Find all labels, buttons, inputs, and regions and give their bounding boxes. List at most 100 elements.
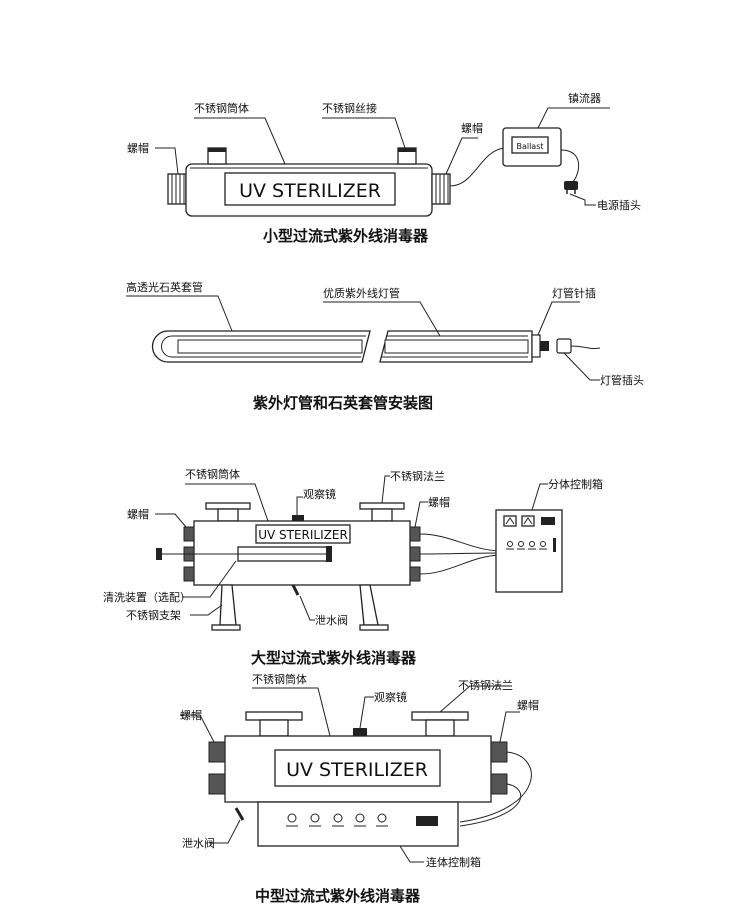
label-large-stand: 不锈钢支架 [126,609,181,622]
label-medium-cap-left: 螺帽 [180,709,202,722]
medium-sterilizer-section: UV STERILIZER [180,672,539,905]
leader-large-cap-right [414,501,428,528]
small-top-port-right [397,147,417,165]
small-power-cable [560,149,579,184]
leader-large-cap-left [155,513,187,528]
leader-uv-lamp [323,301,441,337]
label-large-flange: 不锈钢法兰 [390,469,445,483]
leader-lamp-pin [537,301,580,336]
caption-medium: 中型过流式紫外线消毒器 [255,887,421,905]
leader-medium-flange [439,685,512,713]
medium-control-button[interactable] [310,813,320,823]
leader-small-ballast [537,107,610,129]
label-large-sight: 观察镜 [303,487,336,501]
leader-lamp-plug [563,352,600,381]
leader-large-control [531,483,548,511]
label-uv-lamp: 优质紫外线灯管 [323,286,400,300]
leader-large-drain [299,595,315,621]
power-plug-icon [564,181,578,194]
medium-outlet-flange [411,711,469,737]
small-ballast-box: Ballast [502,127,562,167]
leader-large-flange [381,475,390,504]
label-large-drain: 泄水阀 [315,613,348,627]
medium-control-button[interactable] [287,813,297,823]
large-drain-valve[interactable] [291,584,300,596]
medium-drain-valve[interactable] [234,807,245,821]
leader-small-thread [322,117,406,149]
small-name-plate [224,172,396,206]
large-right-caps [409,526,421,582]
label-medium-body: 不锈钢筒体 [252,672,307,686]
label-small-body: 不锈钢筒体 [194,101,249,115]
large-name-plate [255,524,351,544]
medium-sight-glass [353,728,367,736]
large-control-button[interactable] [507,541,513,547]
large-control-button[interactable] [518,541,524,547]
large-inlet-flange [205,502,251,522]
large-sight-glass [292,515,304,521]
medium-control-button[interactable] [333,813,343,823]
leader-small-body [194,117,286,165]
label-small-cap-left: 螺帽 [127,142,149,155]
medium-name-plate [274,749,441,787]
leader-large-cleaning [182,560,237,598]
label-medium-drain: 泄水阀 [182,836,215,850]
lamp-plug [556,338,572,354]
label-large-cleaning: 清洗装置（选配） [103,591,191,604]
leader-medium-control [399,845,424,863]
leader-medium-drain [210,819,241,844]
label-small-cap-right: 螺帽 [461,122,483,135]
large-sterilizer-section: UV STERILIZER [103,467,603,667]
lamp-sleeve-section: 高透光石英套管 优质紫外线灯管 灯管针插 灯管插头 紫外灯管和石英套管安装图 [126,280,644,412]
uv-lamp-tube-right [384,339,529,354]
label-small-thread: 不锈钢丝接 [322,102,377,115]
leader-large-sight [296,496,303,515]
label-large-cap-right: 螺帽 [428,496,450,509]
small-right-thread [431,173,451,205]
medium-device-text: UV STERILIZER [286,759,428,781]
label-medium-sight: 观察镜 [374,690,407,704]
label-lamp-pin: 灯管针插 [552,286,596,300]
leader-quartz-sleeve [126,295,233,332]
lamp-pin-cap [531,334,541,358]
label-medium-cap-right: 螺帽 [517,699,539,712]
leader-medium-body [252,687,331,737]
small-left-thread [167,173,187,205]
medium-left-caps [208,741,226,795]
small-sterilizer-section: UV STERILIZER Ballast [127,91,641,245]
caption-large: 大型过流式紫外线消毒器 [251,649,417,667]
leader-large-body [185,483,269,522]
large-cleaning-device[interactable] [156,546,332,562]
label-lamp-plug: 灯管插头 [600,373,644,387]
caption-lamp: 紫外灯管和石英套管安装图 [253,394,433,412]
medium-control-button[interactable] [355,813,365,823]
label-small-plug: 电源插头 [597,198,641,212]
small-top-port-left [207,147,227,165]
label-quartz-sleeve: 高透光石英套管 [126,280,203,294]
large-control-box [495,509,563,593]
leader-small-cap-left [155,147,179,175]
label-small-ballast: 镇流器 [568,91,601,105]
leader-small-cap-right [445,137,478,175]
medium-right-caps [490,741,508,795]
small-device-text: UV STERILIZER [239,180,381,202]
large-outlet-flange [359,502,405,522]
leader-large-stand [190,604,223,616]
label-medium-flange: 不锈钢法兰 [458,678,513,692]
large-stand-left [211,584,241,631]
medium-control-box [257,801,459,847]
medium-control-button[interactable] [377,813,387,823]
label-medium-control: 连体控制箱 [426,855,481,869]
leader-medium-cap-right [499,711,520,743]
medium-inlet-flange [245,711,303,737]
large-control-button[interactable] [540,541,546,547]
small-lamp-cable [449,147,506,187]
leader-small-plug [569,193,596,206]
label-large-body: 不锈钢筒体 [185,467,240,481]
uv-lamp-tube-left [177,339,363,354]
ballast-text: Ballast [516,142,543,151]
large-control-button[interactable] [529,541,535,547]
label-large-cap-left: 螺帽 [127,508,149,521]
large-device-text: UV STERILIZER [258,528,348,542]
